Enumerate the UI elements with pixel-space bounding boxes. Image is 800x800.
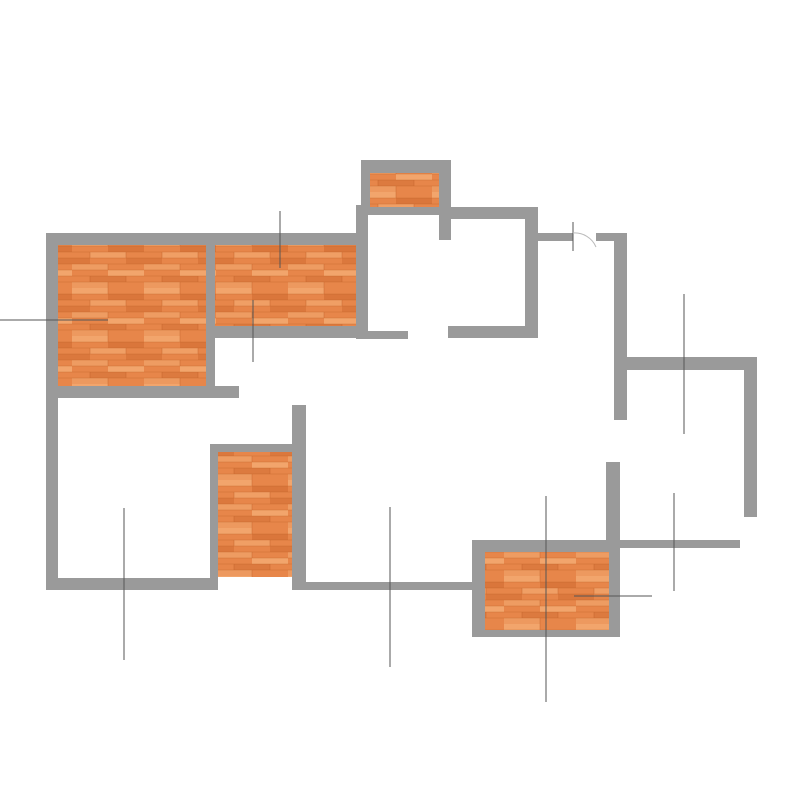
- wall-segment: [606, 540, 740, 548]
- wall-segment: [596, 233, 627, 241]
- wall-segment: [46, 233, 58, 590]
- room-north-center-floor: [214, 245, 356, 326]
- wall-segment: [525, 233, 573, 241]
- wall-segment: [46, 578, 218, 590]
- marker-lines: [0, 211, 685, 702]
- wall-segment: [292, 582, 477, 590]
- wall-segment: [472, 540, 485, 637]
- wall-segment: [439, 207, 538, 219]
- wall-segment: [210, 444, 218, 590]
- wall-segment: [361, 207, 451, 215]
- wall-segment: [525, 207, 538, 338]
- wall-segment: [356, 331, 408, 339]
- wall-segment: [206, 233, 215, 393]
- room-small-top-floor: [369, 173, 439, 207]
- door-swing-icon: [572, 222, 597, 251]
- wall-segment: [361, 160, 451, 173]
- wall-segment: [609, 540, 620, 637]
- wall-segment: [361, 160, 370, 215]
- wall-segment: [292, 405, 306, 590]
- wall-segment: [439, 160, 451, 240]
- wall-segment: [744, 357, 757, 517]
- walls: [46, 160, 757, 637]
- wall-segment: [614, 233, 627, 420]
- wall-segment: [46, 386, 239, 398]
- wall-segment: [606, 462, 620, 548]
- room-floors: [53, 173, 609, 630]
- room-closet-south-floor: [218, 452, 294, 577]
- wall-segment: [448, 326, 538, 338]
- room-large-west-floor: [53, 245, 206, 386]
- wall-segment: [210, 444, 296, 452]
- wall-segment: [614, 357, 757, 370]
- wall-segment: [356, 205, 368, 338]
- wall-segment: [206, 326, 366, 338]
- room-southeast-floor: [485, 552, 609, 630]
